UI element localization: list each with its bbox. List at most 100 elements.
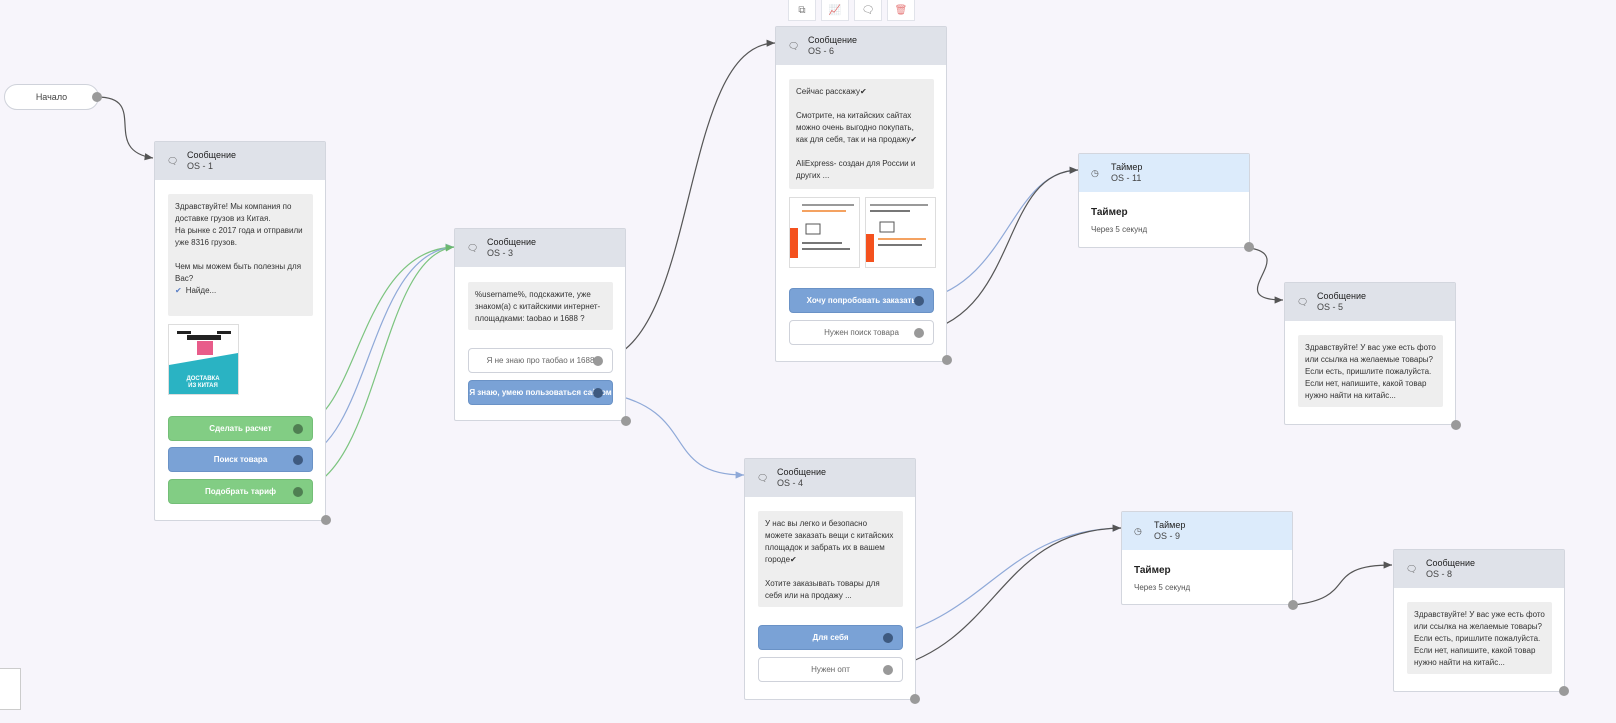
message-text: У нас вы легко и безопасно можете заказа… (758, 511, 903, 607)
drone-delivery-image: ДОСТАВКА ИЗ КИТАЯ (169, 325, 238, 394)
edge-os4-os9-b (891, 524, 1122, 669)
node-id: OS - 8 (1426, 569, 1453, 579)
message-text: Здравствуйте! У вас уже есть фото или сс… (1298, 335, 1443, 407)
message-icon: 🗨 (757, 472, 769, 483)
attached-image-1[interactable] (789, 197, 860, 268)
node-corner-connector[interactable] (910, 694, 920, 704)
attached-image-2[interactable] (865, 197, 936, 268)
trash-icon[interactable]: 🗑 (887, 0, 915, 21)
button-want-to-order[interactable]: Хочу попробовать заказать (789, 288, 934, 313)
node-id: OS - 9 (1154, 531, 1181, 541)
button-need-product-search[interactable]: Нужен поиск товара (789, 320, 934, 345)
node-type: Сообщение (1317, 291, 1366, 301)
start-label: Начало (35, 92, 68, 102)
message-icon: 🗨 (167, 155, 179, 166)
button-make-calculation[interactable]: Сделать расчет (168, 416, 313, 441)
node-corner-connector[interactable] (1244, 242, 1254, 252)
node-toolbar: ⧉ 📈 🗨 🗑 (788, 0, 920, 21)
button-connector[interactable] (883, 632, 893, 643)
button-connector[interactable] (593, 387, 603, 398)
start-connector[interactable] (92, 92, 102, 102)
button-connector[interactable] (293, 423, 303, 434)
edge-os3-os6 (605, 39, 776, 361)
node-type: Сообщение (1426, 558, 1475, 568)
button-connector[interactable] (883, 664, 893, 675)
svg-text:ИЗ КИТАЯ: ИЗ КИТАЯ (188, 383, 218, 389)
timer-title: Таймер (1091, 207, 1128, 218)
timer-description: Через 5 секунд (1134, 583, 1191, 592)
message-icon: 🗨 (1406, 563, 1418, 574)
node-type: Сообщение (487, 237, 536, 247)
button-connector[interactable] (914, 295, 924, 306)
node-id: OS - 11 (1111, 173, 1142, 183)
timer-description: Через 5 секунд (1091, 225, 1148, 234)
comment-icon[interactable]: 🗨 (854, 0, 882, 21)
node-id: OS - 3 (487, 248, 514, 258)
node-id: OS - 4 (777, 478, 804, 488)
check-icon: ✔ (175, 286, 182, 295)
node-id: OS - 1 (187, 161, 214, 171)
node-corner-connector[interactable] (321, 515, 331, 525)
node-type: Сообщение (187, 150, 236, 160)
chart-icon[interactable]: 📈 (821, 0, 849, 21)
timer-title: Таймер (1134, 565, 1171, 576)
node-id: OS - 5 (1317, 302, 1344, 312)
start-node[interactable]: Начало (4, 84, 99, 110)
button-know-sites[interactable]: Я знаю, умею пользоваться сайтом (468, 380, 613, 405)
node-corner-connector[interactable] (1288, 600, 1298, 610)
edge-os4-os9-a (891, 524, 1122, 637)
aliexpress-screenshot-image (866, 198, 935, 267)
message-text: Сейчас расскажу✔ Смотрите, на китайских … (789, 79, 934, 189)
button-for-myself[interactable]: Для себя (758, 625, 903, 650)
button-connector[interactable] (293, 454, 303, 465)
node-type: Сообщение (777, 467, 826, 477)
message-text: %username%, подскажите, уже знаком(а) с … (468, 282, 613, 330)
edge-start-os1 (96, 96, 154, 161)
button-dont-know-taobao[interactable]: Я не знаю про таобао и 1688 (468, 348, 613, 373)
button-need-wholesale[interactable]: Нужен опт (758, 657, 903, 682)
node-type: Сообщение (808, 35, 857, 45)
node-corner-connector[interactable] (1451, 420, 1461, 430)
edge-os9-os8 (1292, 561, 1393, 606)
message-icon: 🗨 (1297, 296, 1309, 307)
node-corner-connector[interactable] (621, 416, 631, 426)
message-text: Здравствуйте! У вас уже есть фото или сс… (1407, 602, 1552, 674)
node-corner-connector[interactable] (942, 355, 952, 365)
edge-os11-os5 (1248, 247, 1284, 304)
node-id: OS - 6 (808, 46, 835, 56)
copy-icon[interactable]: ⧉ (788, 0, 816, 21)
button-product-search[interactable]: Поиск товара (168, 447, 313, 472)
message-icon: 🗨 (788, 40, 800, 51)
message-icon: 🗨 (467, 242, 479, 253)
aliexpress-screenshot-image (790, 198, 859, 267)
image-caption: ДОСТАВКА (186, 376, 220, 382)
button-choose-tariff[interactable]: Подобрать тариф (168, 479, 313, 504)
edge-os3-os4 (605, 392, 745, 479)
minimap-panel[interactable] (0, 668, 21, 710)
clock-icon: ◷ (1091, 167, 1099, 178)
node-corner-connector[interactable] (1559, 686, 1569, 696)
button-connector[interactable] (593, 355, 603, 366)
button-connector[interactable] (914, 327, 924, 338)
clock-icon: ◷ (1134, 525, 1142, 536)
node-type: Таймер (1154, 520, 1186, 530)
button-connector[interactable] (293, 486, 303, 497)
node-type: Таймер (1111, 162, 1143, 172)
attached-image[interactable]: ДОСТАВКА ИЗ КИТАЯ (168, 324, 239, 395)
